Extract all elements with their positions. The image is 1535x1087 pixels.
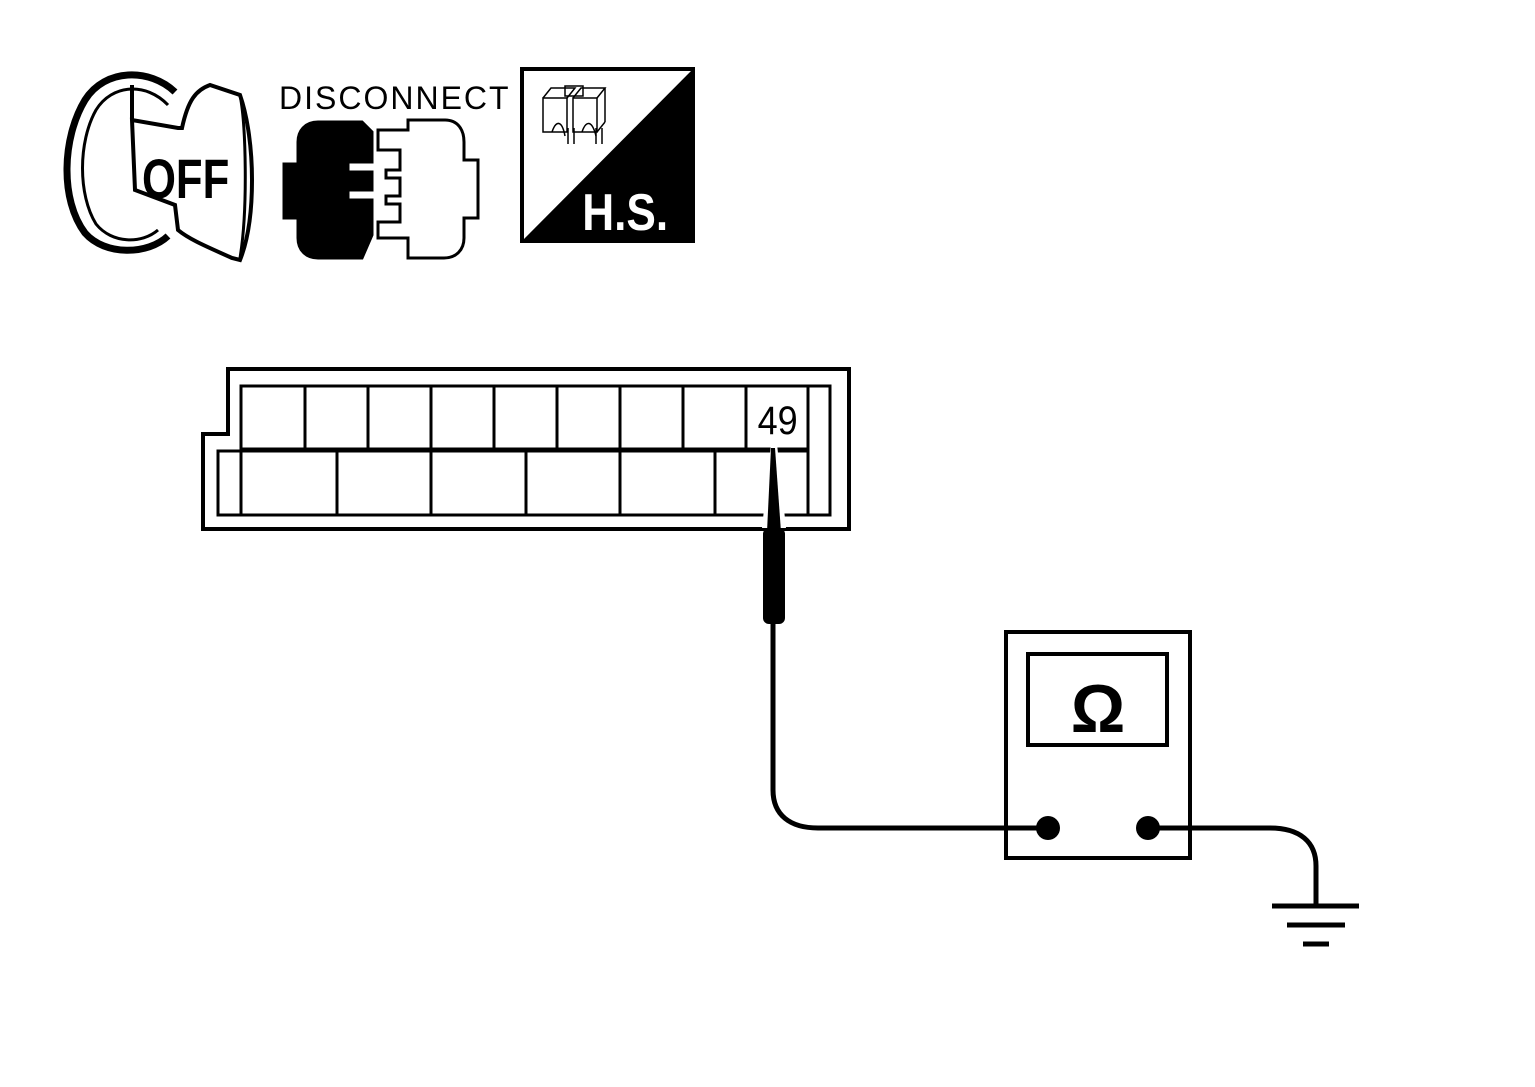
connector-sketch-icon xyxy=(542,85,607,144)
ohmmeter-icon: Ω xyxy=(1004,630,1192,860)
harness-connector: 49 xyxy=(201,367,851,531)
terminal-number-label: 49 xyxy=(758,399,798,443)
meter-terminal-negative xyxy=(1136,816,1160,840)
meter-display xyxy=(1026,652,1169,747)
test-probe xyxy=(762,444,786,624)
connector-disconnect-icon: DISCONNECT xyxy=(279,80,511,260)
test-lead-negative xyxy=(1148,825,1319,906)
ignition-key-icon: OFF xyxy=(63,71,255,263)
ground-icon xyxy=(1272,903,1359,947)
connector-lower-row xyxy=(218,449,808,515)
meter-terminal-positive xyxy=(1036,816,1060,840)
harness-side-icon: H.S. xyxy=(520,67,695,243)
ignition-off-label: OFF xyxy=(142,148,229,210)
test-lead-positive xyxy=(770,624,1048,831)
disconnect-label: DISCONNECT xyxy=(279,80,511,116)
harness-side-label: H.S. xyxy=(582,184,668,242)
ohm-symbol: Ω xyxy=(1071,671,1126,747)
